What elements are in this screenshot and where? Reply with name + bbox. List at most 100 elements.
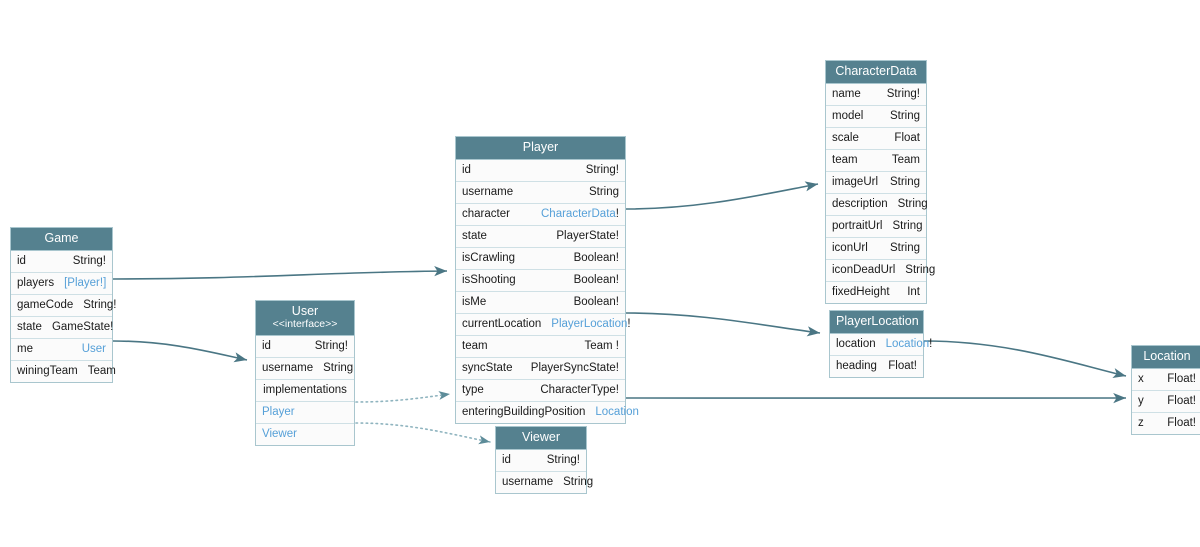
field-row[interactable]: z Float! (1132, 413, 1200, 434)
field-type: String (889, 176, 920, 188)
field-type: Location! (876, 337, 933, 351)
field-type[interactable]: User (81, 343, 106, 355)
field-type: CharacterType! (540, 384, 619, 396)
entity-playerlocation[interactable]: PlayerLocation location Location! headin… (829, 310, 932, 378)
field-row[interactable]: heading Float! (830, 356, 923, 377)
field-type-link[interactable]: PlayerLocation (551, 318, 628, 330)
field-type: String! (546, 454, 580, 466)
implementation-name: Viewer (262, 428, 297, 440)
field-row[interactable]: isCrawling Boolean! (456, 248, 625, 270)
field-row[interactable]: winingTeam Team (11, 361, 116, 382)
implementation-player[interactable]: Player (256, 402, 354, 424)
field-row[interactable]: gameCode String! (11, 295, 117, 317)
edge-player-character-to-characterdata (625, 181, 819, 210)
field-name: team (462, 340, 488, 352)
field-row[interactable]: team Team ! (456, 336, 625, 358)
entity-player[interactable]: Player id String! username String charac… (455, 136, 639, 424)
entity-user-stereotype: <<interface>> (272, 318, 338, 330)
entity-game[interactable]: Game id String! players [Player!] gameCo… (10, 227, 117, 383)
field-row[interactable]: team Team (826, 150, 926, 172)
entity-user-title: User <<interface>> (256, 301, 354, 336)
field-row[interactable]: type CharacterType! (456, 380, 625, 402)
field-type: String (323, 362, 354, 374)
edge-user-implements-viewer (355, 422, 491, 445)
implementation-viewer[interactable]: Viewer (256, 424, 354, 445)
field-type: String (889, 110, 920, 122)
field-name: character (462, 208, 510, 220)
field-type: Team (87, 365, 116, 377)
field-row[interactable]: syncState PlayerSyncState! (456, 358, 625, 380)
field-row[interactable]: isShooting Boolean! (456, 270, 625, 292)
field-name: state (462, 230, 487, 242)
field-name: name (832, 88, 861, 100)
field-type: String (563, 476, 594, 488)
field-row[interactable]: id String! (11, 251, 112, 273)
field-name: isShooting (462, 274, 516, 286)
field-row[interactable]: fixedHeight Int (826, 282, 926, 303)
field-row[interactable]: username String (256, 358, 354, 380)
field-row[interactable]: players [Player!] (11, 273, 112, 295)
field-name: x (1138, 373, 1144, 385)
field-type: Int (907, 286, 920, 298)
field-row[interactable]: id String! (456, 160, 625, 182)
field-type: String! (83, 299, 117, 311)
field-type[interactable]: Location (595, 406, 639, 418)
field-row[interactable]: me User (11, 339, 112, 361)
field-name: state (17, 321, 42, 333)
field-name: enteringBuildingPosition (462, 406, 586, 418)
field-row[interactable]: character CharacterData! (456, 204, 625, 226)
field-name: isCrawling (462, 252, 516, 264)
field-type-link[interactable]: CharacterData (541, 208, 616, 220)
field-type-suffix: ! (929, 338, 933, 350)
field-name: heading (836, 360, 877, 372)
field-type: String! (886, 88, 920, 100)
entity-characterdata[interactable]: CharacterData name String! model String … (825, 60, 935, 304)
field-row[interactable]: currentLocation PlayerLocation! (456, 314, 631, 336)
entity-location[interactable]: Location x Float! y Float! z Float! (1131, 345, 1200, 435)
field-type: CharacterData! (531, 207, 619, 221)
entity-user[interactable]: User <<interface>> id String! username S… (255, 300, 355, 446)
field-row[interactable]: username String (456, 182, 625, 204)
field-type: Float! (1167, 417, 1196, 429)
field-type-suffix: ! (615, 208, 619, 220)
entity-viewer[interactable]: Viewer id String! username String (495, 426, 593, 494)
field-row[interactable]: iconUrl String (826, 238, 926, 260)
field-row[interactable]: id String! (496, 450, 586, 472)
field-row[interactable]: y Float! (1132, 391, 1200, 413)
field-name: type (462, 384, 484, 396)
field-name: players (17, 277, 55, 289)
field-type: PlayerState! (556, 230, 619, 242)
field-type: Float! (1167, 395, 1196, 407)
field-type-link[interactable]: Location (885, 338, 930, 350)
field-type[interactable]: [Player!] (64, 277, 107, 289)
entity-user-name: User (291, 304, 319, 318)
field-type: String (892, 220, 923, 232)
field-type: String (889, 242, 920, 254)
field-row[interactable]: id String! (256, 336, 354, 358)
field-row[interactable]: scale Float (826, 128, 926, 150)
field-row[interactable]: state PlayerState! (456, 226, 625, 248)
edge-player-currentlocation-to-playerlocation (625, 312, 821, 337)
field-row[interactable]: state GameState! (11, 317, 113, 339)
field-row[interactable]: isMe Boolean! (456, 292, 625, 314)
field-row[interactable]: portraitUrl String (826, 216, 926, 238)
field-row[interactable]: enteringBuildingPosition Location (456, 402, 639, 423)
edge-user-implements-player (355, 391, 451, 403)
field-name: y (1138, 395, 1144, 407)
field-row[interactable]: model String (826, 106, 926, 128)
field-type: String (905, 264, 936, 276)
field-row[interactable]: description String (826, 194, 928, 216)
field-row[interactable]: imageUrl String (826, 172, 926, 194)
field-row[interactable]: name String! (826, 84, 926, 106)
field-name: id (17, 255, 26, 267)
field-row[interactable]: x Float! (1132, 369, 1200, 391)
field-name: fixedHeight (832, 286, 890, 298)
field-row[interactable]: username String (496, 472, 593, 493)
field-name: iconUrl (832, 242, 868, 254)
field-row[interactable]: iconDeadUrl String (826, 260, 935, 282)
field-name: username (262, 362, 314, 374)
field-row[interactable]: location Location! (830, 334, 932, 356)
edge-game-me-to-user (112, 340, 248, 363)
field-type: Float! (1167, 373, 1196, 385)
